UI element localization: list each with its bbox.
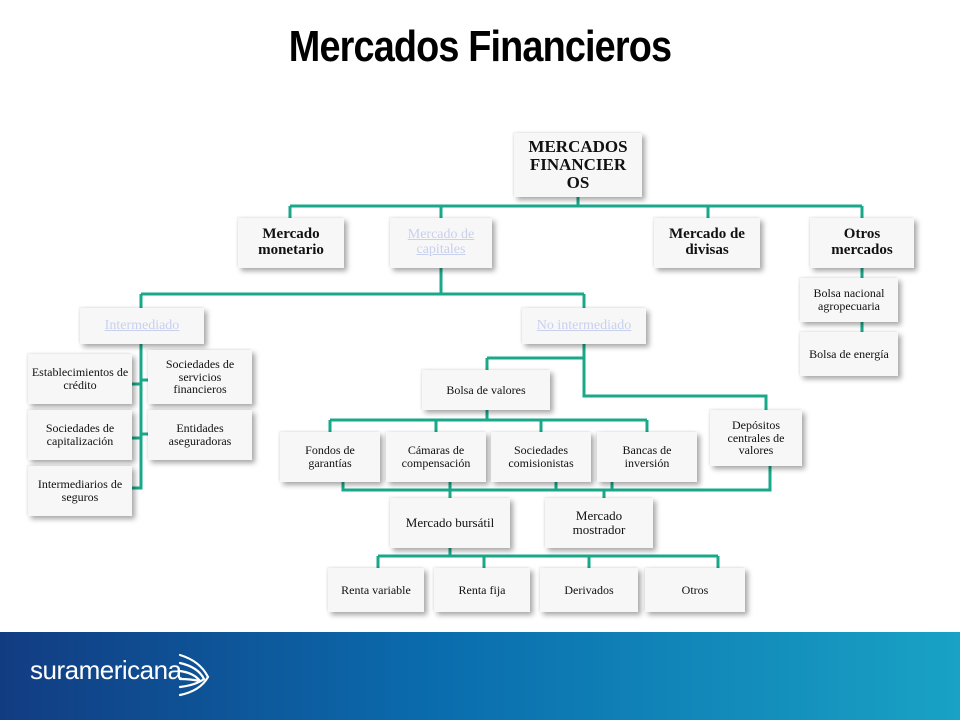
node-mercado-divisas: Mercado de divisas [654, 218, 760, 268]
node-bolsa-agropecuaria: Bolsa nacional agropecuaria [800, 278, 898, 322]
node-otros: Otros [645, 568, 745, 612]
node-derivados: Derivados [540, 568, 638, 612]
node-establecimientos-credito: Establecimientos de crédito [28, 354, 132, 404]
node-sociedades-capitalizacion: Sociedades de capitalización [28, 410, 132, 460]
node-renta-variable: Renta variable [328, 568, 424, 612]
node-servicios-financieros: Sociedades de servicios financieros [148, 350, 252, 404]
brand-logo-icon [178, 653, 210, 697]
node-sociedades-comisionistas: Sociedades comisionistas [491, 432, 591, 482]
root-node: MERCADOS FINANCIER OS [514, 133, 642, 197]
node-depositos-centrales: Depósitos centrales de valores [710, 410, 802, 466]
node-mercado-capitales: Mercado de capitales [390, 218, 492, 268]
page-title: Mercados Financieros [288, 22, 672, 71]
node-intermediado: Intermediado [80, 308, 204, 344]
node-entidades-aseguradoras: Entidades aseguradoras [148, 410, 252, 460]
brand-name: suramericana [30, 655, 182, 685]
node-renta-fija: Renta fija [434, 568, 530, 612]
node-camaras-compensacion: Cámaras de compensación [386, 432, 486, 482]
node-mercado-bursatil: Mercado bursátil [390, 498, 510, 548]
node-intermediarios-seguros: Intermediarios de seguros [28, 466, 132, 516]
footer-band [0, 632, 960, 720]
node-bancas-inversion: Bancas de inversión [597, 432, 697, 482]
node-bolsa-valores: Bolsa de valores [422, 370, 550, 410]
node-otros-mercados: Otros mercados [810, 218, 914, 268]
node-no-intermediado: No intermediado [522, 308, 646, 344]
node-fondos-garantias: Fondos de garantías [280, 432, 380, 482]
node-mercado-monetario: Mercado monetario [238, 218, 344, 268]
node-bolsa-energia: Bolsa de energía [800, 332, 898, 376]
node-mercado-mostrador: Mercado mostrador [545, 498, 653, 548]
